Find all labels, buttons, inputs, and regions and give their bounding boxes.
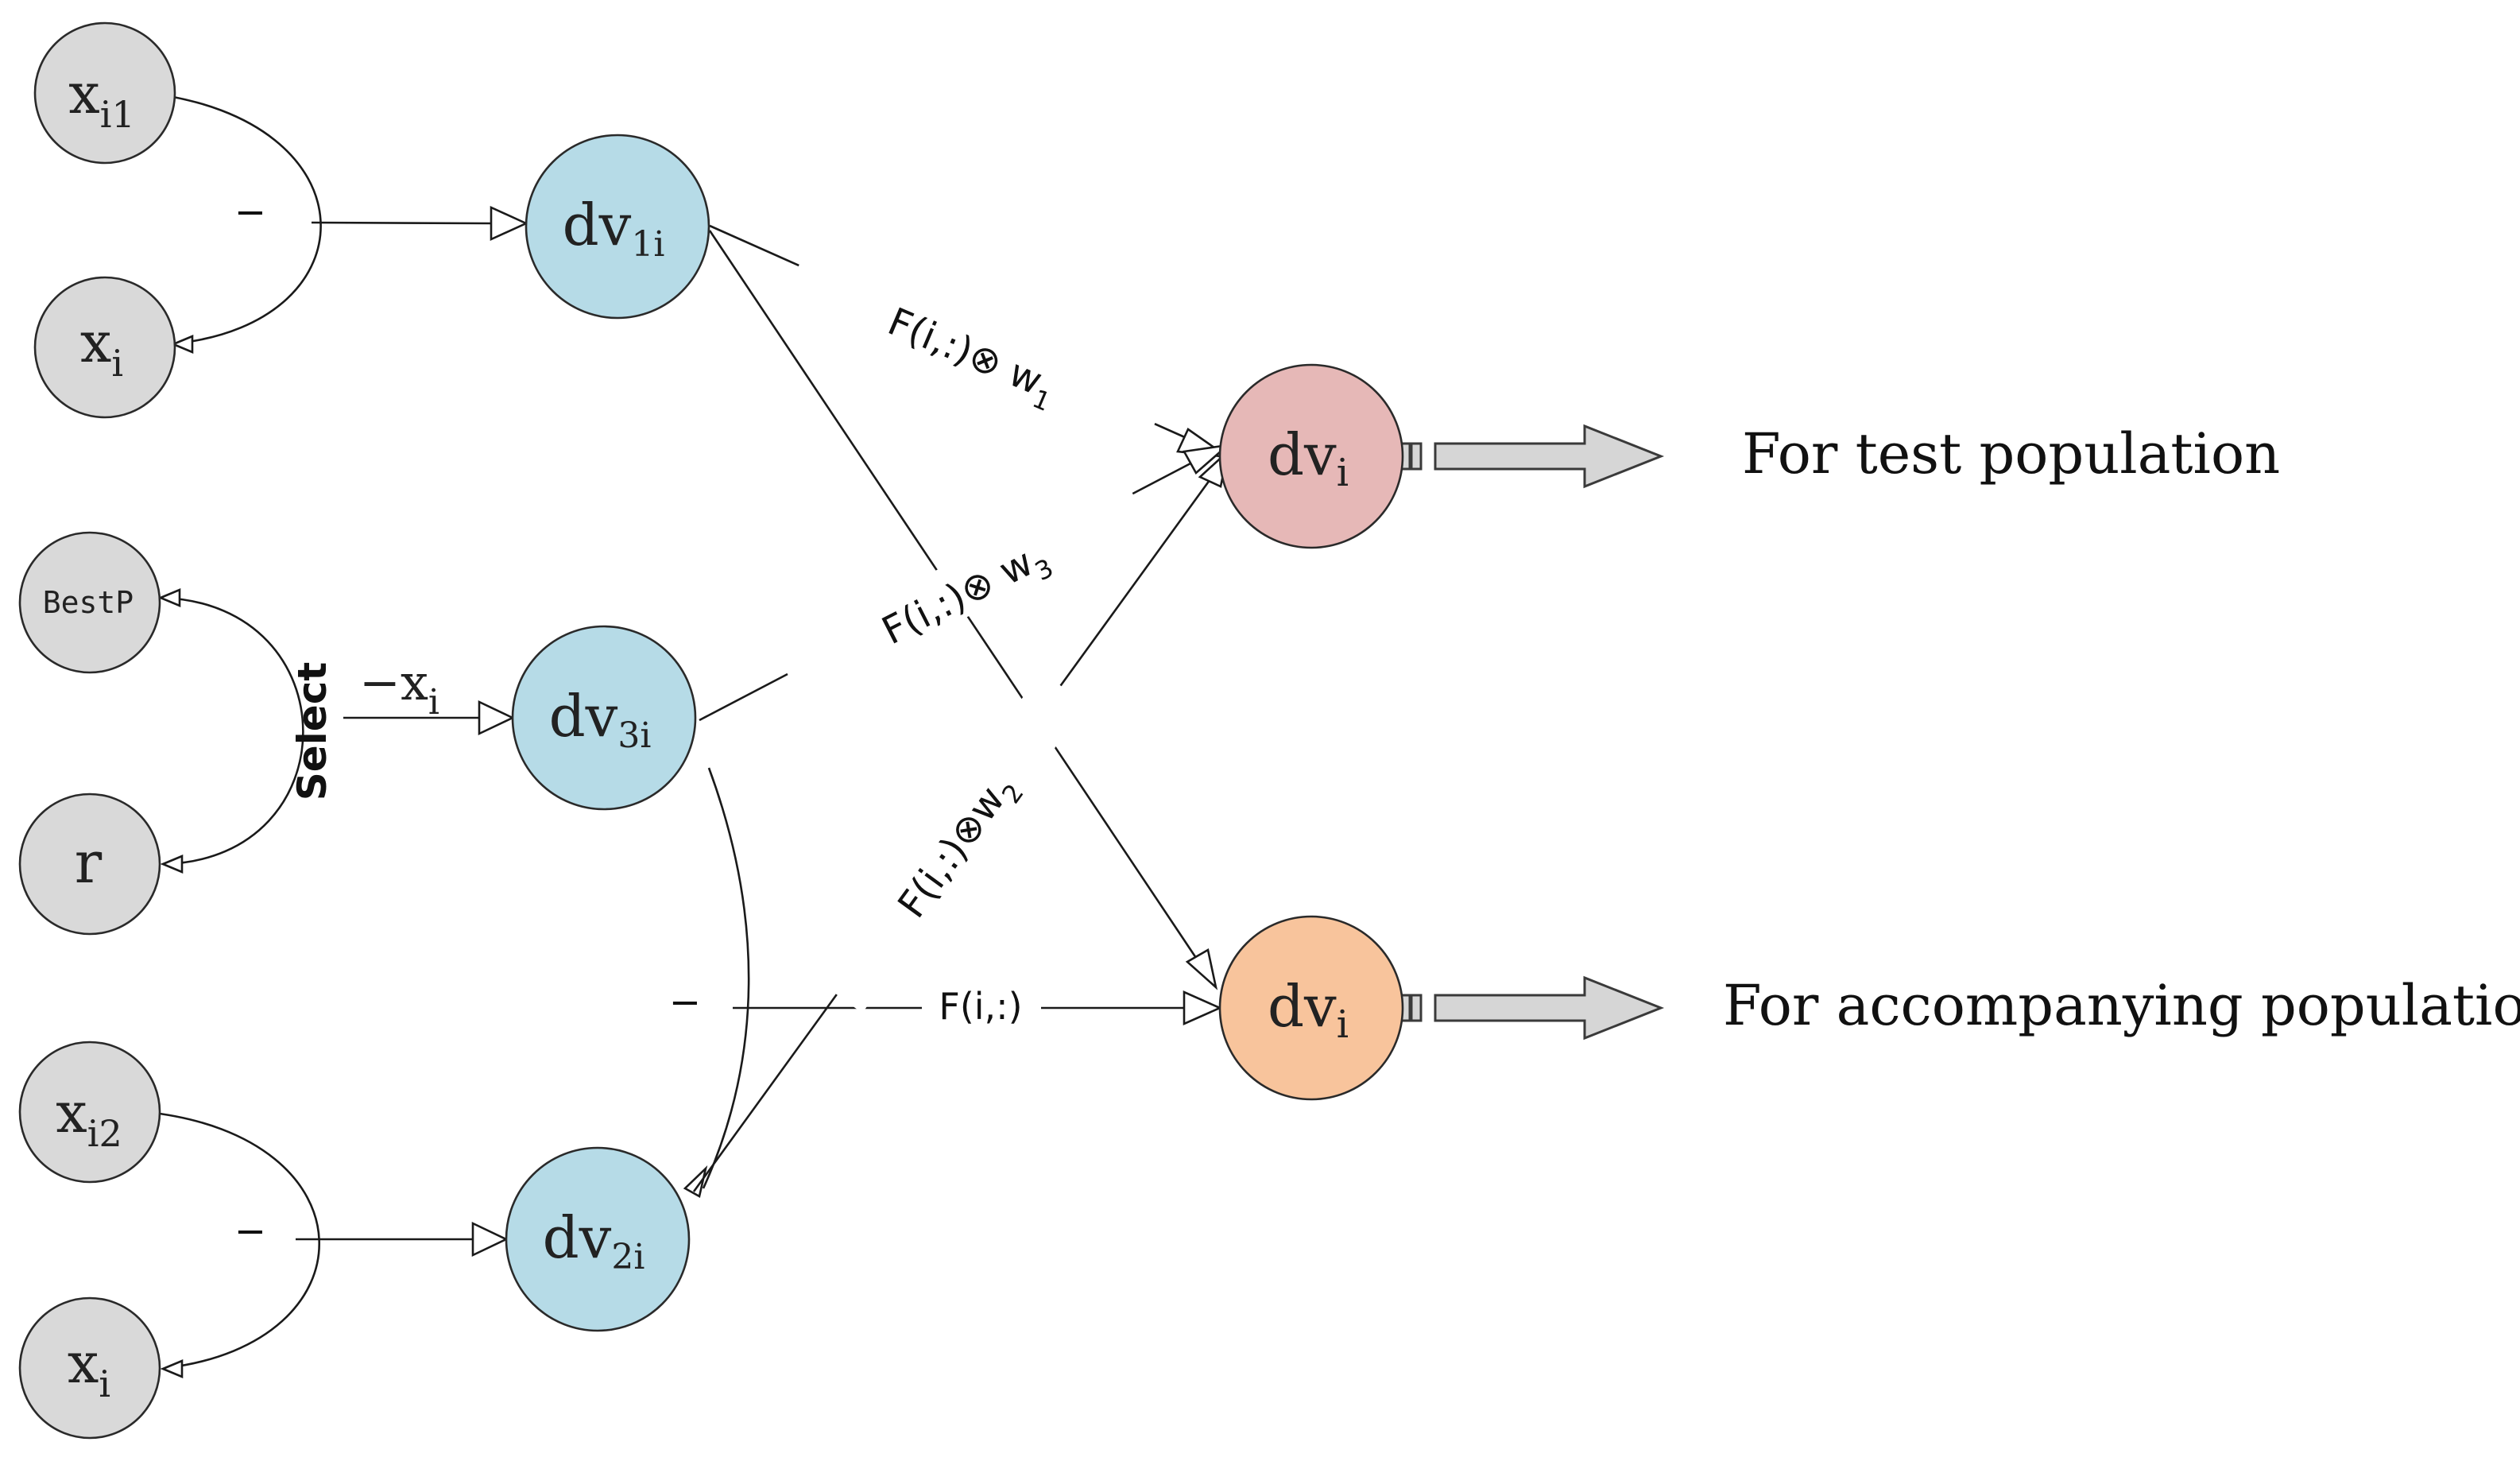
w3-edge-label: F(i,:)⊗ w3 bbox=[776, 475, 1149, 702]
svg-text:xi: xi bbox=[80, 310, 123, 385]
node-dvi-acc-main: dv bbox=[1268, 973, 1337, 1040]
node-dv3i: dv3i bbox=[511, 625, 697, 811]
subtract-arc-mid bbox=[702, 767, 750, 1189]
node-bestp: BestP bbox=[18, 531, 161, 674]
node-xi-top: xi bbox=[33, 276, 176, 419]
node-xi1-main: x bbox=[68, 61, 99, 126]
node-dvi-test: dvi bbox=[1218, 363, 1404, 549]
w2-edge-label: F(i,:)⊗w2 bbox=[817, 671, 1087, 1013]
arrowhead-acc-dv1i bbox=[1185, 948, 1218, 990]
node-dv2i: dv2i bbox=[505, 1146, 691, 1332]
arrowhead-dv3i bbox=[478, 700, 516, 736]
node-xi-top-sub: i bbox=[111, 342, 123, 385]
arrowhead-test-w3 bbox=[1182, 444, 1232, 475]
arrowhead-dv1i bbox=[490, 205, 529, 242]
node-r-label: r bbox=[75, 829, 103, 896]
w1-label-main: F(i,:)⊗ w bbox=[881, 299, 1048, 403]
node-dvi-accompanying: dvi bbox=[1218, 915, 1404, 1101]
arrowhead-xi-top bbox=[170, 335, 194, 354]
subtract-arc-bottom bbox=[146, 1110, 320, 1370]
arrowhead-dv2i bbox=[471, 1221, 509, 1258]
node-xi-bottom: xi bbox=[18, 1296, 161, 1440]
select-arc bbox=[161, 596, 304, 866]
node-r: r bbox=[18, 793, 161, 936]
node-xi1: xi1 bbox=[33, 21, 176, 165]
minus-xi-sub: i bbox=[428, 682, 439, 723]
node-xi2-sub: i2 bbox=[87, 1112, 122, 1155]
node-dvi-test-sub: i bbox=[1337, 451, 1349, 495]
node-dvi-test-main: dv bbox=[1268, 421, 1337, 488]
arrowhead-dvi-acc-F bbox=[1183, 990, 1223, 1026]
node-xi-bottom-main: x bbox=[68, 1331, 99, 1396]
subtract-arc-top bbox=[146, 91, 322, 345]
node-dvi-test-circle bbox=[1218, 363, 1404, 549]
svg-text:dv1i: dv1i bbox=[563, 192, 665, 265]
arrowhead-bestp bbox=[157, 588, 181, 607]
F-edge-label: F(i,:) bbox=[922, 982, 1041, 1030]
node-r-circle bbox=[18, 793, 161, 936]
output-accompanying-label: For accompanying population bbox=[1723, 973, 2520, 1038]
node-dv1i: dv1i bbox=[525, 134, 710, 320]
node-xi-bottom-circle bbox=[18, 1296, 161, 1440]
svg-text:−xi: −xi bbox=[359, 653, 439, 723]
node-dv3i-main: dv bbox=[549, 683, 618, 750]
output-arrow-test bbox=[1399, 424, 1665, 489]
node-dv3i-sub: 3i bbox=[617, 715, 651, 756]
F-label-text: F(i,:) bbox=[939, 985, 1022, 1028]
arrowhead-xi-bottom bbox=[160, 1359, 184, 1378]
node-dv1i-main: dv bbox=[563, 192, 632, 258]
minus-xi-main: −x bbox=[359, 653, 428, 711]
node-bestp-label: BestP bbox=[43, 585, 134, 620]
w1-edge-label: F(i,:)⊗ w1 bbox=[784, 247, 1165, 452]
output-test-label: For test population bbox=[1742, 421, 2280, 486]
arrowhead-r bbox=[160, 855, 184, 874]
node-dv3i-circle bbox=[511, 625, 697, 811]
node-xi-top-circle bbox=[33, 276, 176, 419]
node-xi-bottom-sub: i bbox=[99, 1362, 110, 1405]
node-xi2: xi2 bbox=[18, 1041, 161, 1184]
node-xi2-circle bbox=[18, 1041, 161, 1184]
node-dv2i-main: dv bbox=[543, 1204, 612, 1271]
node-xi-top-main: x bbox=[80, 310, 111, 375]
node-dvi-acc-circle bbox=[1218, 915, 1404, 1101]
svg-text:xi: xi bbox=[68, 1331, 110, 1405]
node-bestp-circle bbox=[18, 531, 161, 674]
minus-mid-label: − bbox=[669, 980, 701, 1025]
minus-bottom-label: − bbox=[234, 1209, 266, 1254]
output-arrow-accompanying bbox=[1399, 975, 1665, 1041]
node-xi1-sub: i1 bbox=[100, 93, 135, 136]
svg-text:dvi: dvi bbox=[1268, 421, 1349, 495]
svg-text:xi2: xi2 bbox=[56, 1080, 122, 1155]
minus-top-label: − bbox=[234, 190, 266, 234]
svg-text:F(i,:)⊗ w1: F(i,:)⊗ w1 bbox=[878, 299, 1063, 417]
arrowhead-dv2i-arc bbox=[683, 1165, 708, 1198]
node-dv1i-circle bbox=[525, 134, 710, 320]
svg-text:xi1: xi1 bbox=[68, 61, 134, 136]
node-xi2-main: x bbox=[56, 1080, 87, 1145]
svg-text:dv2i: dv2i bbox=[543, 1204, 645, 1277]
select-label: Select bbox=[289, 662, 335, 801]
node-dv2i-circle bbox=[505, 1146, 691, 1332]
node-dv1i-sub: 1i bbox=[631, 224, 664, 265]
node-dv2i-sub: 2i bbox=[611, 1237, 645, 1277]
svg-text:dv3i: dv3i bbox=[549, 683, 652, 756]
node-xi1-circle bbox=[33, 21, 176, 165]
node-dvi-acc-sub: i bbox=[1337, 1002, 1349, 1047]
svg-text:dvi: dvi bbox=[1268, 973, 1349, 1047]
